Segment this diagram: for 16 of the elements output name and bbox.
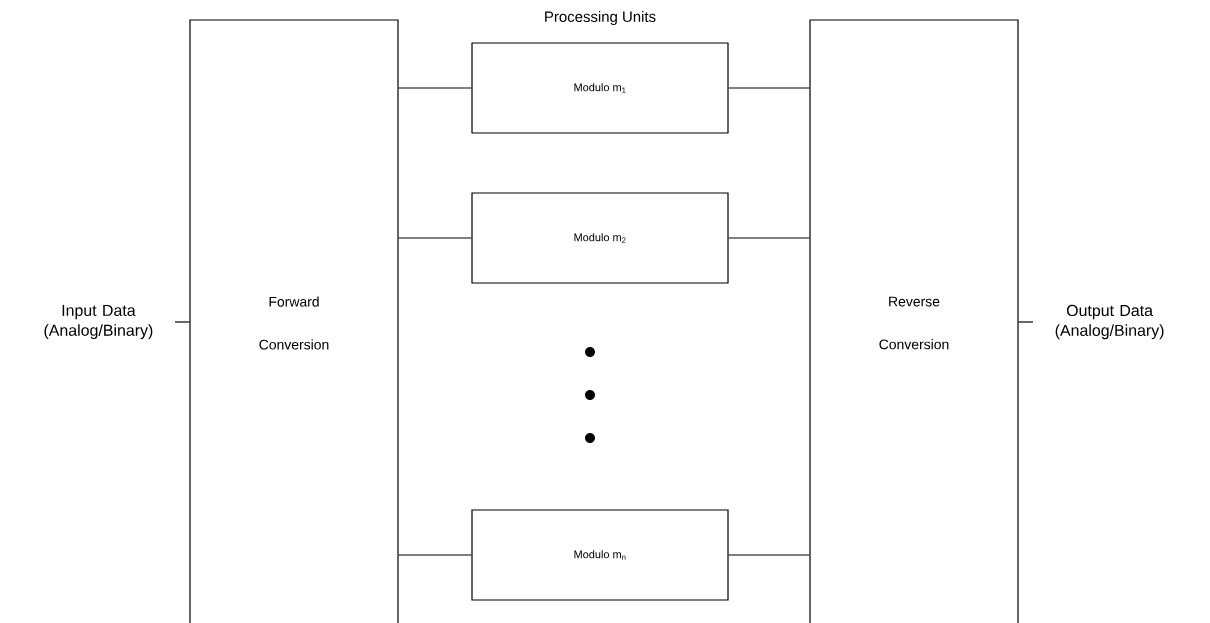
module-box: Modulo m$_{1}$ [471,42,729,134]
connector-line [174,321,190,323]
connector-line [398,237,472,239]
module-box: Modulo m$_{2}$ [471,192,729,284]
module-box: Modulo m$_{n}$ [471,509,729,601]
conversion-box: Forward Conversion [189,19,399,623]
heading: Processing Units [545,11,656,25]
connector-line [1018,321,1034,323]
connector-line [728,87,810,89]
io-text: Output Data (Analog/Binary) [1055,304,1164,340]
conversion-box: Reverse Conversion [809,19,1019,623]
connector-line [398,554,472,556]
io-text: Input Data (Analog/Binary) [44,304,153,340]
connector-line [728,554,810,556]
connector-line [728,237,810,239]
connector-line [398,87,472,89]
